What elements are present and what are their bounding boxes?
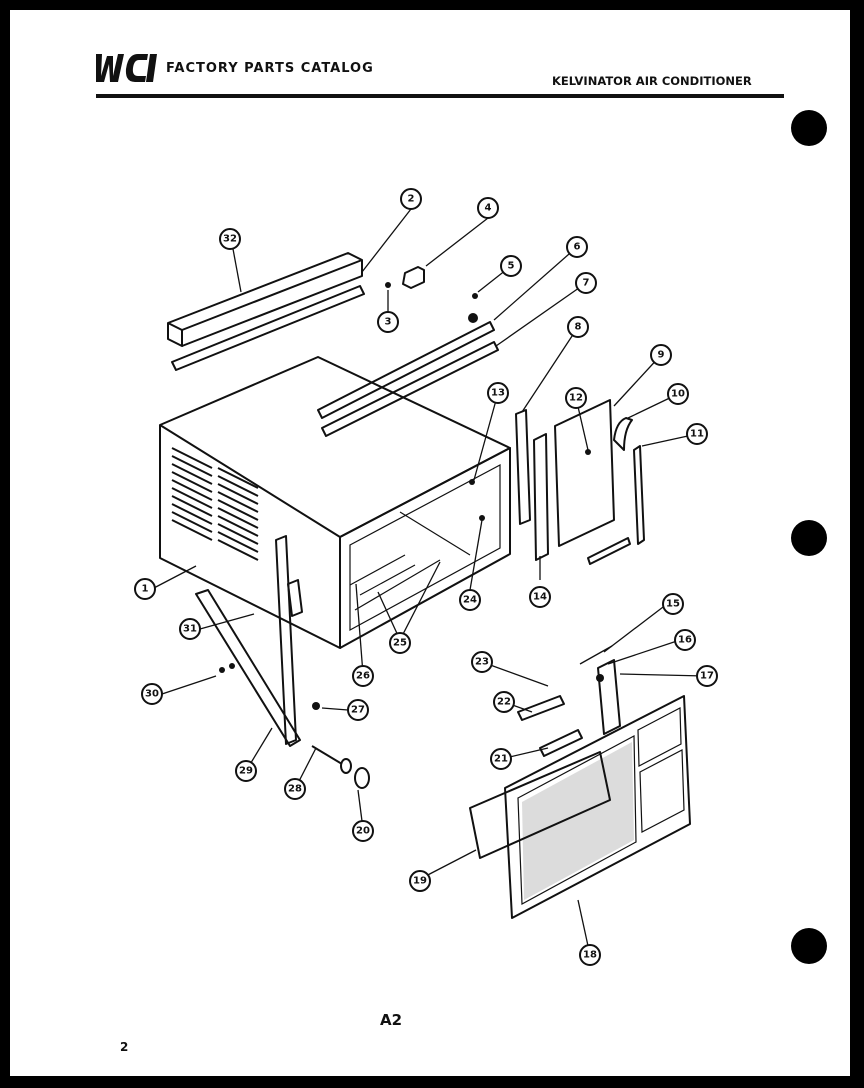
binder-hole: [791, 520, 827, 556]
callout-31: 31: [179, 618, 201, 640]
svg-text:22: 22: [497, 697, 511, 708]
callout-24: 24: [459, 589, 481, 611]
svg-text:30: 30: [145, 689, 159, 700]
callout-9: 9: [650, 344, 672, 366]
callout-32: 32: [219, 228, 241, 250]
svg-text:24: 24: [463, 595, 477, 606]
svg-text:31: 31: [183, 624, 197, 635]
svg-text:23: 23: [475, 657, 489, 668]
svg-text:17: 17: [700, 671, 714, 682]
front-grille-part: [469, 645, 691, 919]
svg-text:15: 15: [666, 599, 680, 610]
callout-11: 11: [686, 423, 708, 445]
svg-text:19: 19: [413, 876, 427, 887]
top-rail-part: [167, 252, 365, 371]
callout-4: 4: [477, 197, 499, 219]
leader-lines: [151, 208, 706, 956]
binder-hole: [791, 110, 827, 146]
callout-28: 28: [284, 778, 306, 800]
svg-text:18: 18: [583, 950, 597, 961]
callout-25: 25: [389, 632, 411, 654]
svg-text:28: 28: [288, 784, 302, 795]
front-rail-part: [317, 321, 499, 437]
support-bracket-part: [195, 535, 370, 789]
callout-29: 29: [235, 760, 257, 782]
svg-text:7: 7: [583, 278, 590, 289]
svg-text:6: 6: [574, 242, 581, 253]
svg-text:25: 25: [393, 638, 407, 649]
svg-text:13: 13: [491, 388, 505, 399]
svg-text:12: 12: [569, 393, 583, 404]
header-rule: [96, 94, 784, 98]
svg-text:2: 2: [408, 194, 415, 205]
svg-text:4: 4: [485, 203, 492, 214]
svg-text:27: 27: [351, 705, 365, 716]
svg-text:20: 20: [356, 826, 370, 837]
callout-26: 26: [352, 665, 374, 687]
svg-text:9: 9: [658, 350, 665, 361]
side-panel-parts: [469, 399, 645, 565]
catalog-sheet: [10, 10, 850, 1076]
callout-20: 20: [352, 820, 374, 842]
callout-21: 21: [490, 748, 512, 770]
callout-3: 3: [377, 311, 399, 333]
callout-18: 18: [579, 944, 601, 966]
callout-15: 15: [662, 593, 684, 615]
svg-text:26: 26: [356, 671, 370, 682]
svg-text:5: 5: [508, 261, 515, 272]
callout-1: 1: [134, 578, 156, 600]
callout-19: 19: [409, 870, 431, 892]
svg-text:21: 21: [494, 754, 508, 765]
svg-text:32: 32: [223, 234, 237, 245]
callout-13: 13: [487, 382, 509, 404]
callout-22: 22: [493, 691, 515, 713]
cabinet-wrapper: [159, 356, 511, 649]
callout-30: 30: [141, 683, 163, 705]
binder-hole: [791, 928, 827, 964]
catalog-title: FACTORY PARTS CATALOG: [166, 61, 374, 76]
svg-text:16: 16: [678, 635, 692, 646]
callout-8: 8: [567, 316, 589, 338]
callout-12: 12: [565, 387, 587, 409]
callout-2: 2: [400, 188, 422, 210]
catalog-subtitle: KELVINATOR AIR CONDITIONER: [552, 74, 752, 88]
svg-text:11: 11: [690, 429, 704, 440]
page-number: 2: [120, 1040, 129, 1054]
page-label: A2: [380, 1011, 403, 1029]
callout-7: 7: [575, 272, 597, 294]
callout-17: 17: [696, 665, 718, 687]
wci-logo: [96, 54, 157, 82]
svg-text:1: 1: [142, 584, 149, 595]
small-hardware: [385, 266, 478, 323]
svg-text:29: 29: [239, 766, 253, 777]
callout-10: 10: [667, 383, 689, 405]
callout-6: 6: [566, 236, 588, 258]
svg-text:14: 14: [533, 592, 547, 603]
callout-27: 27: [347, 699, 369, 721]
svg-text:10: 10: [671, 389, 685, 400]
callout-16: 16: [674, 629, 696, 651]
callout-23: 23: [471, 651, 493, 673]
callout-5: 5: [500, 255, 522, 277]
svg-text:8: 8: [575, 322, 582, 333]
callout-14: 14: [529, 586, 551, 608]
svg-text:3: 3: [385, 317, 392, 328]
